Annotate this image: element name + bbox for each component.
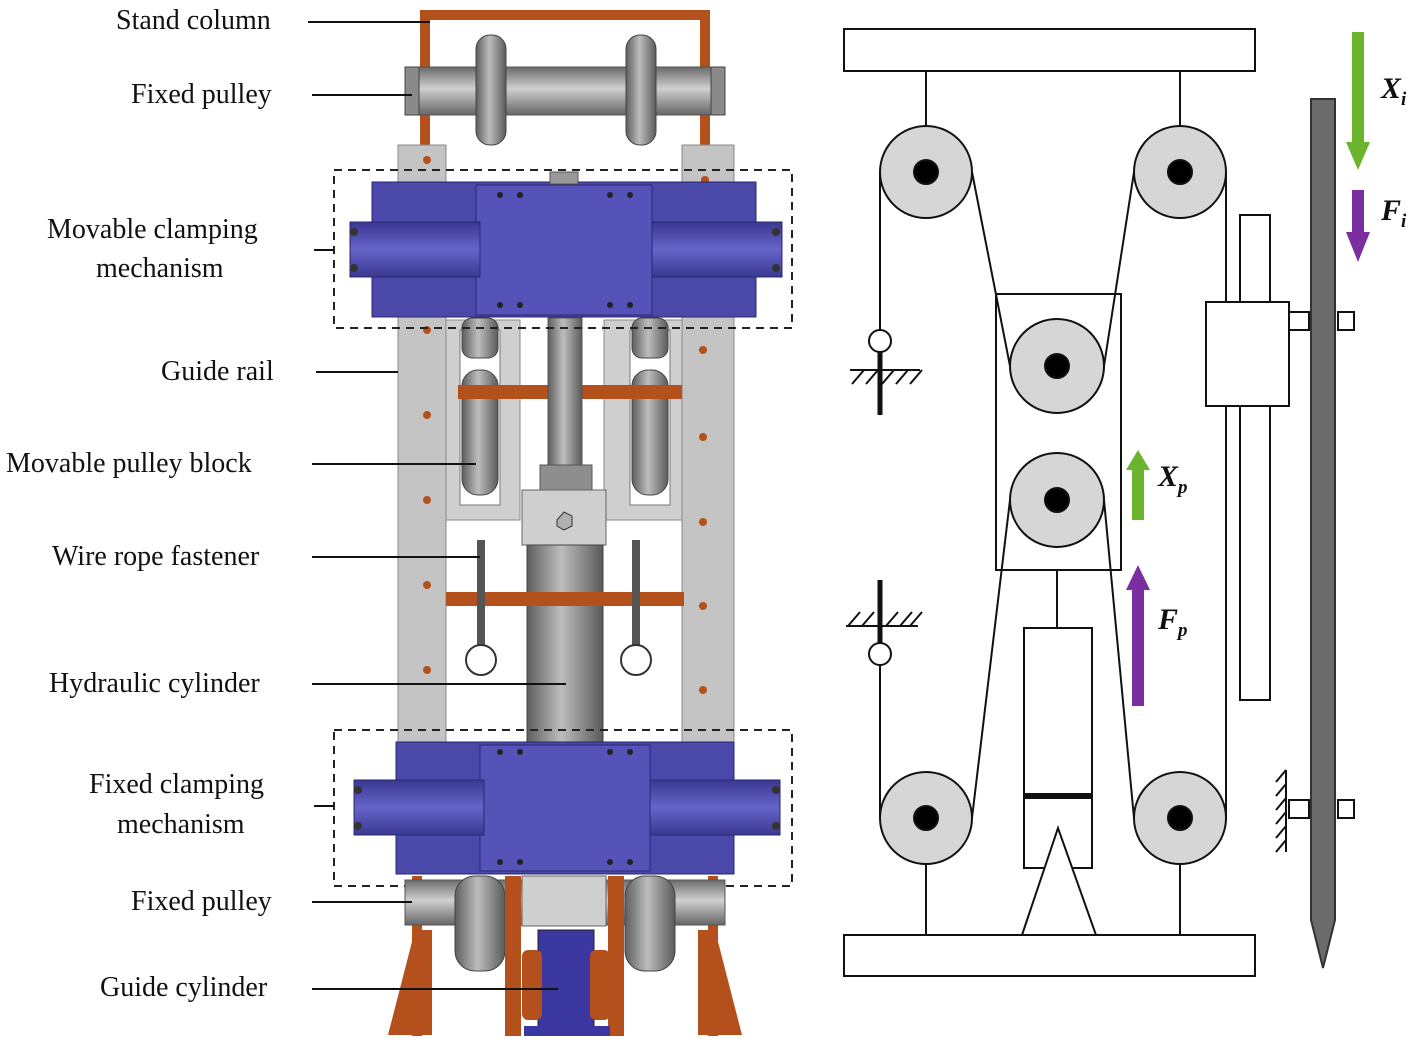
pile — [1310, 98, 1336, 969]
symbol-fi: Fi — [1381, 194, 1406, 233]
symbol-xi-sub: i — [1401, 89, 1407, 110]
label-fixed-clamping-line1: Fixed clamping — [89, 769, 264, 800]
symbol-xp-sub: p — [1178, 477, 1188, 498]
wire-rope — [879, 171, 1227, 819]
guide-cylinder — [522, 929, 610, 1036]
label-hydraulic-cylinder: Hydraulic cylinder — [49, 668, 260, 699]
schematic-guide — [1205, 214, 1355, 853]
arrow-fp — [1126, 565, 1150, 706]
hydraulic-cylinder — [521, 317, 607, 746]
symbol-fi-base: F — [1381, 194, 1402, 227]
arrow-fi — [1346, 190, 1370, 262]
movable-pulley-block — [458, 317, 682, 506]
label-fixed-pulley-top: Fixed pulley — [131, 79, 272, 110]
label-movable-clamping-line2: mechanism — [96, 253, 224, 284]
symbol-fp-sub: p — [1178, 620, 1188, 641]
symbol-fp: Fp — [1158, 603, 1188, 642]
wire-rope-fastener — [446, 540, 684, 676]
fixed-pulley-bottom — [388, 875, 742, 1036]
bottom-beam — [843, 934, 1256, 977]
label-wire-rope-fastener: Wire rope fastener — [52, 541, 260, 572]
movable-clamping-mechanism — [333, 169, 793, 329]
schematic-cylinder — [1020, 570, 1098, 936]
symbol-xi-base: X — [1381, 72, 1402, 105]
symbol-xp: Xp — [1158, 460, 1188, 499]
movable-block-frame — [995, 293, 1122, 571]
label-fixed-pulley-bottom: Fixed pulley — [131, 886, 272, 917]
label-guide-rail: Guide rail — [161, 356, 274, 387]
label-movable-pulley-block: Movable pulley block — [6, 448, 252, 479]
rope-anchor-bottom — [846, 580, 923, 666]
label-guide-cylinder: Guide cylinder — [100, 972, 268, 1003]
symbol-xi: Xi — [1381, 72, 1406, 111]
symbol-xp-base: X — [1158, 460, 1179, 493]
symbol-fi-sub: i — [1401, 211, 1407, 232]
pulleys — [879, 125, 1227, 865]
cad-model — [308, 10, 793, 1036]
label-fixed-clamping-line2: mechanism — [117, 809, 245, 840]
arrow-xi — [1346, 32, 1370, 170]
rope-anchor-top — [850, 329, 923, 415]
fixed-pulley-top — [404, 34, 726, 146]
leader-lines — [308, 21, 566, 990]
label-movable-clamping-line1: Movable clamping — [47, 214, 258, 245]
label-stand-column: Stand column — [116, 5, 271, 36]
arrow-xp — [1126, 450, 1150, 520]
top-beam — [843, 28, 1256, 72]
symbol-fp-base: F — [1158, 603, 1179, 636]
schematic — [843, 28, 1355, 977]
fixed-clamping-mechanism — [333, 729, 793, 887]
